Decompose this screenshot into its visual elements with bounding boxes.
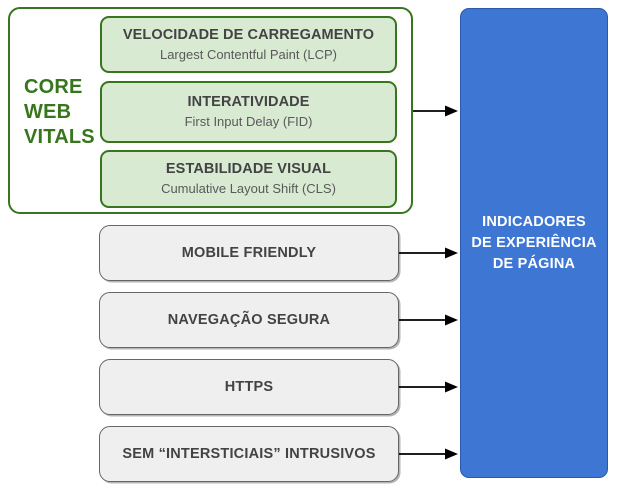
metric-card-title: VELOCIDADE DE CARREGAMENTO bbox=[122, 26, 375, 43]
metric-card-title: INTERATIVIDADE bbox=[187, 94, 310, 110]
signal-card-title: HTTPS bbox=[224, 379, 274, 395]
metric-card-cls[interactable]: ESTABILIDADE VISUAL Cumulative Layout Sh… bbox=[100, 150, 397, 208]
metric-card-title: ESTABILIDADE VISUAL bbox=[165, 161, 332, 177]
signal-card-title: NAVEGAÇÃO SEGURA bbox=[167, 312, 331, 328]
arrow-core-web-vitals-to-outcome bbox=[413, 104, 459, 118]
signal-card-mobile-friendly[interactable]: MOBILE FRIENDLY bbox=[99, 225, 399, 281]
metric-card-fid[interactable]: INTERATIVIDADE First Input Delay (FID) bbox=[100, 81, 397, 143]
signal-card-title: MOBILE FRIENDLY bbox=[181, 245, 317, 261]
signal-card-navegacao-segura[interactable]: NAVEGAÇÃO SEGURA bbox=[99, 292, 399, 348]
metric-card-subtitle: Cumulative Layout Shift (CLS) bbox=[161, 181, 336, 196]
arrow-https-to-outcome bbox=[399, 380, 459, 394]
signal-card-title: SEM “INTERSTICIAIS” INTRUSIVOS bbox=[122, 446, 376, 462]
arrow-mobile-friendly-to-outcome bbox=[399, 246, 459, 260]
core-web-vitals-label: CORE WEB VITALS bbox=[24, 76, 95, 148]
outcome-box-indicadores-experiencia-pagina[interactable]: INDICADORES DE EXPERIÊNCIA DE PÁGINA bbox=[460, 8, 608, 478]
metric-card-subtitle: First Input Delay (FID) bbox=[184, 114, 313, 129]
metric-card-lcp[interactable]: VELOCIDADE DE CARREGAMENTO Largest Conte… bbox=[100, 16, 397, 73]
signal-card-https[interactable]: HTTPS bbox=[99, 359, 399, 415]
metric-card-subtitle: Largest Contentful Paint (LCP) bbox=[159, 46, 338, 62]
arrow-navegacao-segura-to-outcome bbox=[399, 313, 459, 327]
outcome-box-title: INDICADORES DE EXPERIÊNCIA DE PÁGINA bbox=[471, 213, 597, 272]
signal-card-sem-intersticiais[interactable]: SEM “INTERSTICIAIS” INTRUSIVOS bbox=[99, 426, 399, 482]
arrow-sem-intersticiais-to-outcome bbox=[399, 447, 459, 461]
